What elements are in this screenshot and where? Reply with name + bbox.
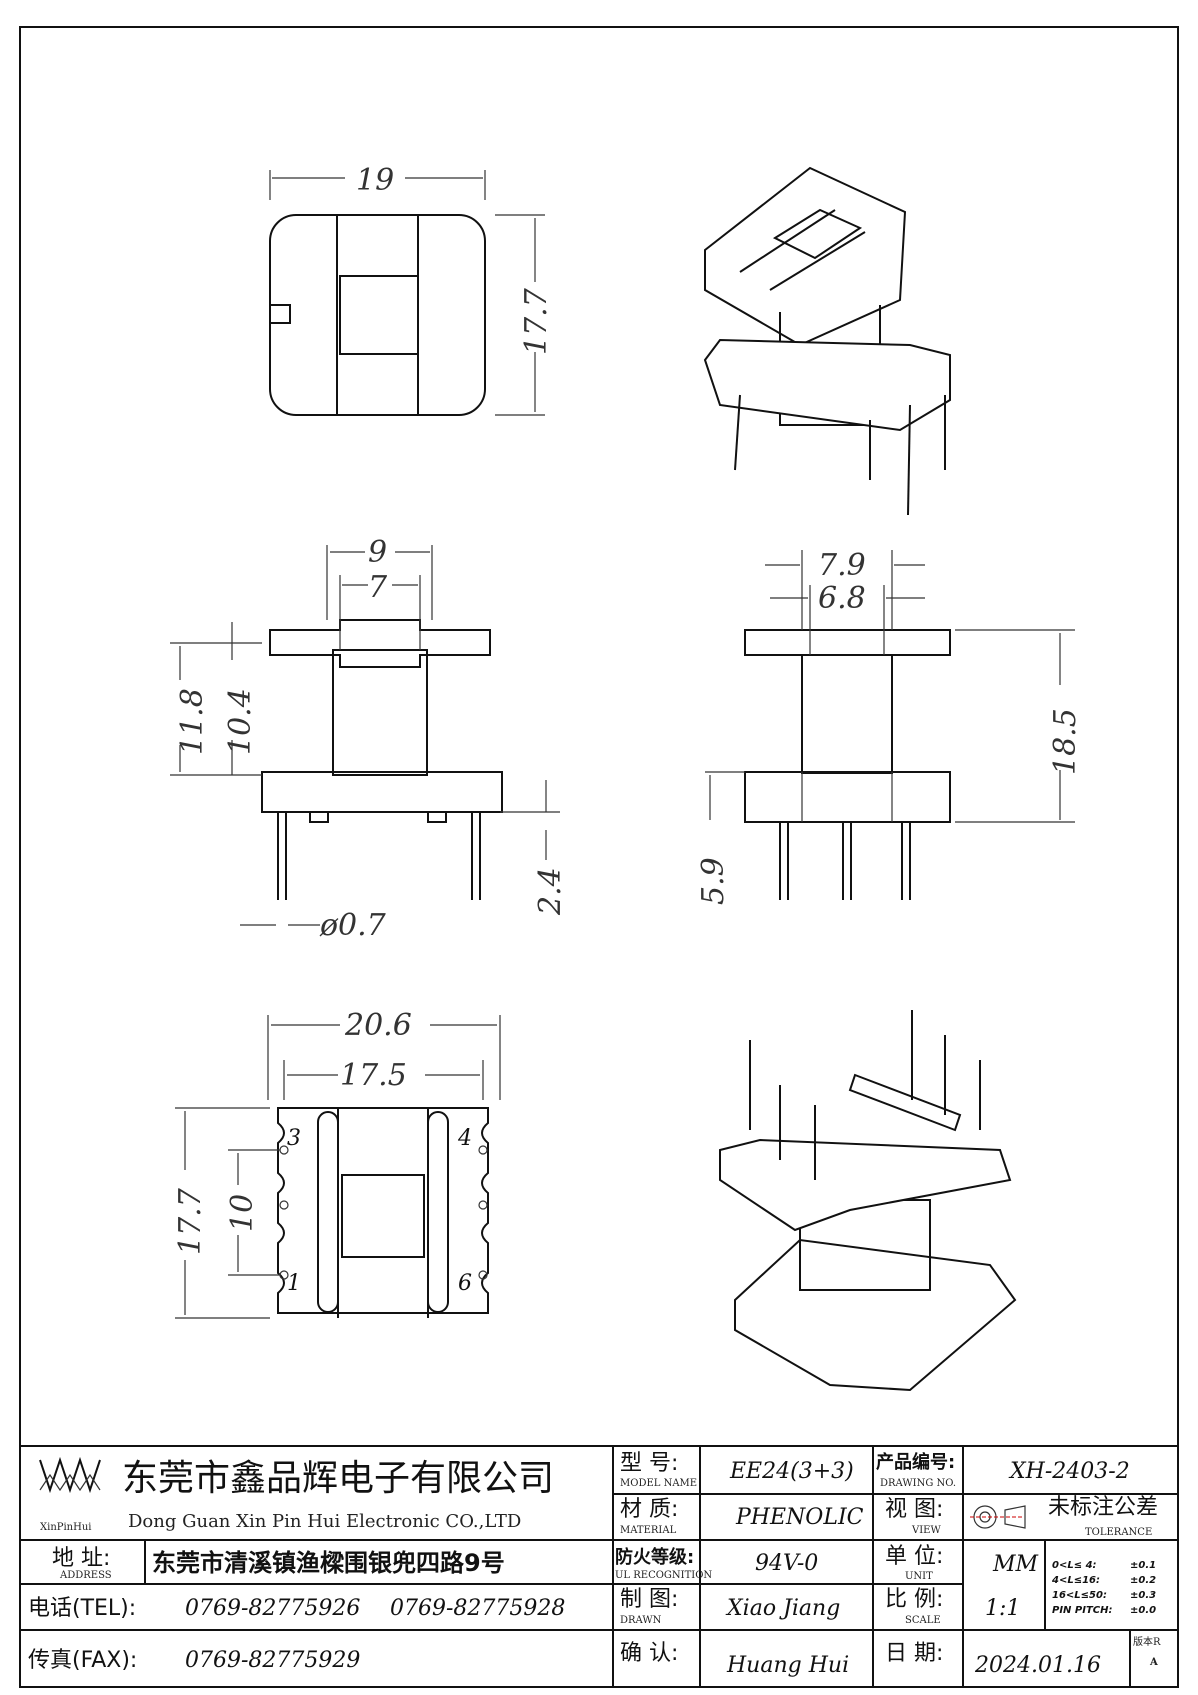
iso-view-top: [703, 166, 951, 516]
fire-label: 防火等级:: [615, 1546, 694, 1568]
fax-label: 传真(FAX):: [28, 1648, 137, 1673]
date-label: 日 期:: [885, 1641, 943, 1666]
tol-value-1: ±0.2: [1130, 1575, 1156, 1586]
side-inner-dim: 6.8: [818, 581, 866, 616]
front-pin-dia: ø0.7: [319, 908, 387, 943]
version-value: A: [1149, 1657, 1158, 1668]
unit-label: 单 位:: [885, 1544, 943, 1569]
bottom-pin-span: 10: [225, 1194, 260, 1232]
bottom-view: 3 4 1 6 20.6 17.5 17.7 10: [173, 1008, 501, 1319]
top-height-dim: 17.7: [519, 287, 554, 355]
drawing-no-label-en: DRAWING NO.: [880, 1478, 956, 1489]
side-height-dim: 18.5: [1048, 708, 1083, 775]
drawn-label-en: DRAWN: [620, 1615, 662, 1626]
fax-value: 0769-82775929: [185, 1648, 360, 1673]
date-value: 2024.01.16: [974, 1653, 1101, 1678]
view-label: 视 图:: [885, 1497, 943, 1522]
bottom-width-inner: 17.5: [340, 1058, 407, 1093]
tol-range-0: 0<L≤ 4:: [1052, 1560, 1097, 1571]
material-label: 材 质:: [620, 1497, 678, 1522]
drawing-no-value: XH-2403-2: [1008, 1459, 1130, 1484]
tol-value-3: ±0.0: [1130, 1605, 1156, 1616]
pin-label-6: 6: [458, 1271, 472, 1296]
pin-label-3: 3: [287, 1126, 301, 1151]
front-pin-length: 2.4: [533, 867, 568, 916]
confirm-value: Huang Hui: [726, 1653, 849, 1678]
tolerance-label: 未标注公差: [1048, 1495, 1158, 1520]
address-value: 东莞市清溪镇渔樑围银兜四路9号: [152, 1549, 505, 1577]
model-label-en: MODEL NAME: [620, 1478, 697, 1489]
top-view: 19 17.7: [269, 163, 554, 416]
address-label: 地 址:: [52, 1546, 110, 1571]
scale-label-en: SCALE: [905, 1615, 941, 1626]
drawing-no-label: 产品编号:: [876, 1451, 955, 1473]
sheet-border: [19, 26, 1179, 1688]
tol-range-1: 4<L≤16:: [1051, 1575, 1100, 1586]
tel-1: 0769-82775926: [185, 1596, 360, 1621]
tol-range-3: PIN PITCH:: [1052, 1605, 1112, 1616]
view-label-en: VIEW: [911, 1525, 941, 1536]
side-base-dim: 5.9: [696, 857, 731, 905]
scale-label: 比 例:: [885, 1587, 943, 1612]
drawn-label: 制 图:: [620, 1587, 678, 1612]
front-inner-dim: 7: [368, 570, 388, 605]
scale-value: 1:1: [985, 1596, 1020, 1621]
top-width-dim: 19: [356, 163, 394, 198]
fire-label-en: UL RECOGNITION: [615, 1570, 712, 1581]
address-label-en: ADDRESS: [59, 1570, 112, 1581]
material-label-en: MATERIAL: [620, 1525, 677, 1536]
confirm-label: 确 认:: [620, 1641, 678, 1666]
pin-label-1: 1: [287, 1271, 301, 1296]
pin-label-4: 4: [457, 1126, 472, 1151]
tol-value-2: ±0.3: [1130, 1590, 1156, 1601]
logo-text: XinPinHui: [40, 1522, 91, 1533]
tol-value-0: ±0.1: [1130, 1560, 1156, 1571]
front-outer-dim: 9: [368, 535, 387, 570]
bottom-height-dim: 17.7: [173, 1187, 208, 1255]
front-height-inner: 10.4: [223, 688, 258, 755]
bottom-width-outer: 20.6: [344, 1008, 412, 1043]
tolerance-label-en: TOLERANCE: [1085, 1527, 1152, 1538]
tol-range-2: 16<L≤50:: [1052, 1590, 1107, 1601]
tel-label: 电话(TEL):: [28, 1596, 136, 1621]
version-label: 版本R: [1133, 1635, 1161, 1648]
company-logo: XinPinHui: [39, 1456, 101, 1533]
unit-value: MM: [992, 1552, 1039, 1577]
unit-label-en: UNIT: [905, 1571, 933, 1582]
model-value: EE24(3+3): [729, 1459, 854, 1484]
iso-view-bottom: [719, 1010, 1017, 1392]
front-view: 9 7 11.8 10.4 2.4 ø0.7: [170, 535, 568, 943]
tel-2: 0769-82775928: [390, 1596, 565, 1621]
side-view: 7.9 6.8 18.5 5.9: [696, 548, 1083, 905]
title-block: XinPinHui 东莞市鑫品辉电子有限公司 Dong Guan Xin Pin…: [19, 1445, 1179, 1688]
model-label: 型 号:: [620, 1451, 678, 1476]
tolerance-table: 0<L≤ 4: ±0.1 4<L≤16: ±0.2 16<L≤50: ±0.3 …: [1051, 1560, 1156, 1616]
drawn-value: Xiao Jiang: [725, 1596, 840, 1621]
side-outer-dim: 7.9: [818, 548, 866, 583]
projection-symbol-icon: [970, 1505, 1026, 1529]
material-value: PHENOLIC: [735, 1505, 864, 1530]
front-height-outer: 11.8: [175, 688, 210, 755]
company-name-en: Dong Guan Xin Pin Hui Electronic CO.,LTD: [128, 1511, 521, 1532]
fire-value: 94V-0: [755, 1551, 818, 1576]
company-name-cn: 东莞市鑫品辉电子有限公司: [122, 1458, 554, 1499]
